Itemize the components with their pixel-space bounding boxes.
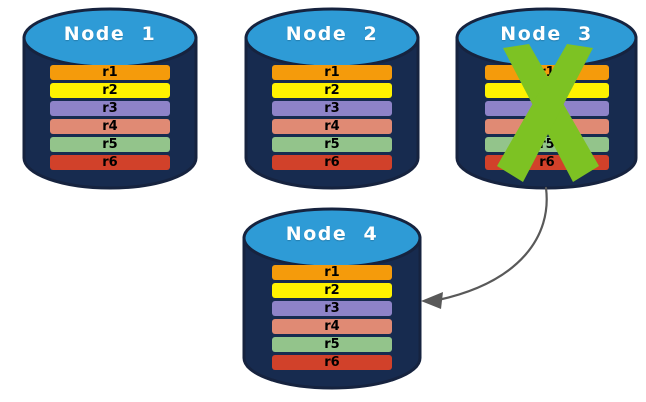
row-r2-node-4: r2 (272, 283, 392, 298)
row-r5-node-4: r5 (272, 337, 392, 352)
row-r2-node-2: r2 (272, 83, 392, 98)
row-r3-node-4: r3 (272, 301, 392, 316)
row-r3-node-2: r3 (272, 101, 392, 116)
row-r4-node-4: r4 (272, 319, 392, 334)
node-1[interactable]: Node 1 r1 r2 r3 r4 r5 r6 (22, 7, 198, 190)
row-r2-node-1: r2 (50, 83, 170, 98)
row-r6-node-2: r6 (272, 155, 392, 170)
row-r1-node-1: r1 (50, 65, 170, 80)
row-r1-node-2: r1 (272, 65, 392, 80)
row-r4-node-2: r4 (272, 119, 392, 134)
row-r6-node-4: r6 (272, 355, 392, 370)
row-r5-node-1: r5 (50, 137, 170, 152)
row-r3-node-1: r3 (50, 101, 170, 116)
node-2[interactable]: Node 2 r1 r2 r3 r4 r5 r6 (244, 7, 420, 190)
row-r6-node-1: r6 (50, 155, 170, 170)
row-r1-node-4: r1 (272, 265, 392, 280)
row-r5-node-2: r5 (272, 137, 392, 152)
row-r4-node-1: r4 (50, 119, 170, 134)
